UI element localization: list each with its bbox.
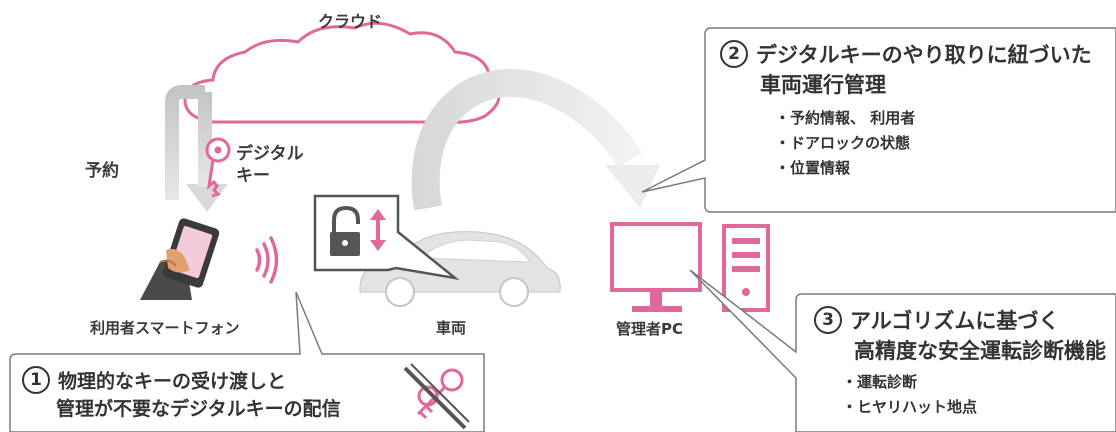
digital-key-label: デジタル キー [236, 143, 304, 187]
callout-3-box [689, 269, 1116, 432]
callout-2-bullet: ・位置情報 [775, 159, 851, 177]
computer-icon [610, 222, 770, 312]
callout-1-title-line1: 物理的なキーの受け渡しと [58, 370, 287, 393]
cloud-label: クラウド [318, 12, 383, 31]
vehicle-label: 車両 [436, 319, 467, 337]
key-icon [205, 137, 231, 198]
callout-3-title-line2: 高精度な安全運転診断機能 [854, 339, 1106, 363]
digital-key-label-line1: デジタル [236, 144, 304, 164]
reservation-label: 予約 [85, 161, 119, 181]
callout-1-number: 1 [22, 366, 50, 394]
callout-2-bullet: ・予約情報、 利用者 [775, 109, 916, 127]
callout-3-title-line1: アルゴリズムに基づく [850, 309, 1060, 333]
callout-2-box [641, 27, 1116, 213]
admin-pc-label: 管理者PC [616, 320, 684, 338]
signal-icon [255, 236, 279, 284]
callout-2-number: 2 [720, 40, 748, 68]
arc-arrow [411, 68, 660, 211]
callout-3: 3 アルゴリズムに基づく 高精度な安全運転診断機能 ・運転診断 ・ヒヤリハット地点 [814, 306, 1106, 420]
no-key-icon [402, 362, 470, 430]
callout-3-number: 3 [814, 306, 842, 334]
callout-2: 2 デジタルキーのやり取りに紐づいた 車両運行管理 ・予約情報、 利用者 ・ドアロ… [720, 40, 1092, 181]
callout-3-bullet: ・ヒヤリハット地点 [842, 398, 978, 416]
callout-1-box [9, 291, 485, 432]
smartphone-hand-icon [140, 218, 220, 300]
callout-1: 1 物理的なキーの受け渡しと 管理が不要なデジタルキーの配信 [22, 366, 341, 423]
callout-2-title-line2: 車両運行管理 [760, 73, 886, 97]
callout-2-bullet: ・ドアロックの状態 [775, 134, 911, 152]
callout-1-title-line2: 管理が不要なデジタルキーの配信 [56, 398, 341, 420]
digital-key-label-line2: キー [236, 166, 270, 186]
callout-2-title-line1: デジタルキーのやり取りに紐づいた [756, 43, 1092, 67]
down-arrow [165, 85, 228, 212]
smartphone-label: 利用者スマートフォン [90, 319, 240, 337]
callout-3-bullet: ・運転診断 [842, 373, 918, 391]
padlock-icon [313, 194, 460, 281]
